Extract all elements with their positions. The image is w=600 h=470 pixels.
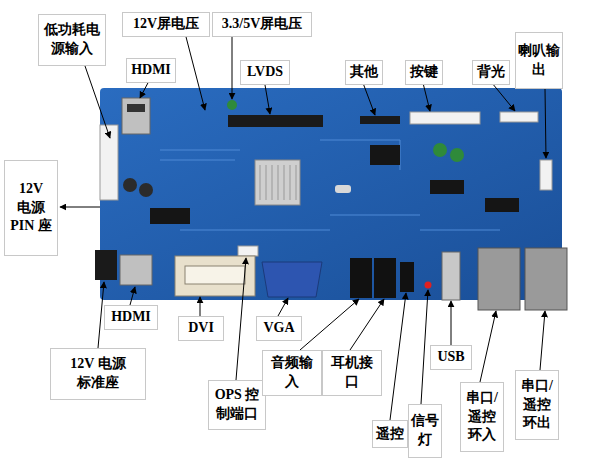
callout-label: 3.3/5V屏电压: [222, 15, 303, 34]
callout-label: LVDS: [247, 63, 283, 82]
callout-label: DVI: [188, 319, 214, 338]
chip: [370, 145, 400, 165]
leader-line: [423, 83, 430, 111]
callout-box: 串口/ 遥控 环入: [460, 382, 504, 452]
callout-box: 信号 灯: [408, 404, 442, 458]
heatsink: [255, 160, 300, 205]
callout-box: 12V屏电压: [122, 12, 210, 37]
key-connector: [410, 112, 480, 124]
pcb-trace: [160, 140, 500, 230]
callout-box: USB: [430, 345, 472, 370]
callout-label: 其他: [350, 63, 378, 82]
leader-line: [265, 85, 270, 114]
callout-label: 信号 灯: [411, 412, 439, 450]
leader-line: [185, 33, 205, 110]
callout-box: LVDS: [240, 60, 290, 85]
dvi-socket: [185, 266, 245, 284]
chip: [430, 180, 464, 194]
leader-line: [545, 89, 546, 158]
callout-label: 串口/ 遥控 环入: [464, 389, 500, 446]
capacitor: [450, 148, 464, 162]
leader-line: [85, 66, 110, 138]
callout-label: 按键: [410, 63, 438, 82]
callout-box: 背光: [472, 60, 510, 85]
vga-port: [262, 262, 322, 297]
callout-label: 喇叭输 出: [518, 42, 560, 80]
leader-line: [232, 33, 233, 99]
leader-line: [130, 287, 135, 305]
callout-box: 12V 电源 PIN 座: [4, 160, 58, 256]
callout-box: VGA: [256, 316, 302, 341]
callout-box: DVI: [178, 316, 224, 341]
heatsink-fins: [260, 165, 296, 200]
callout-box: 喇叭输 出: [515, 32, 563, 89]
backlight-connector: [500, 112, 538, 122]
callout-box: 串口/ 遥控 环出: [515, 370, 559, 440]
capacitor: [227, 100, 237, 110]
rj-port: [525, 248, 567, 310]
callout-label: 耳机接 口: [326, 354, 378, 392]
rj-port: [478, 248, 520, 310]
leader-line: [200, 297, 201, 316]
chip: [150, 208, 190, 224]
callout-box: 音频输 入: [262, 350, 322, 396]
leader-line: [390, 293, 406, 420]
usb-port: [442, 252, 460, 300]
ir-jack: [400, 262, 414, 292]
callout-label: 背光: [477, 63, 505, 82]
callout-label: 遥控: [376, 425, 404, 444]
speaker-connector: [540, 160, 552, 190]
callout-box: HDMI: [104, 305, 158, 330]
callout-label: 音频输 入: [266, 354, 318, 392]
callout-box: 低功耗电 源输入: [38, 14, 106, 66]
headphone-jack: [374, 258, 396, 298]
leader-line: [540, 311, 545, 370]
chip: [485, 198, 519, 212]
capacitor: [139, 183, 153, 197]
callout-box: 耳机接 口: [322, 350, 382, 396]
callout-box: 3.3/5V屏电压: [212, 12, 312, 37]
callout-label: 12V 电源 标准座: [54, 355, 142, 393]
hdmi-slot: [127, 104, 145, 112]
callout-box: 其他: [345, 60, 383, 85]
lvds-header: [228, 115, 323, 127]
callout-box: OPS 控 制端口: [208, 380, 266, 430]
leader-line: [60, 207, 100, 208]
capacitor: [433, 143, 447, 157]
callout-box: HDMI: [126, 58, 176, 83]
hdmi-port: [120, 255, 152, 285]
ops-connector: [238, 246, 258, 256]
callout-box: 按键: [405, 60, 443, 85]
audio-jack: [350, 258, 372, 298]
dc-jack: [95, 250, 117, 280]
callout-box: 遥控: [372, 420, 408, 448]
leader-line: [421, 290, 428, 404]
leader-line: [451, 301, 452, 345]
callout-label: HDMI: [111, 308, 151, 327]
callout-label: USB: [437, 348, 464, 367]
callout-label: VGA: [263, 319, 294, 338]
led: [425, 282, 432, 289]
callout-label: HDMI: [131, 61, 171, 80]
leader-line: [278, 298, 288, 316]
leader-line: [236, 258, 246, 380]
callout-label: 12V屏电压: [133, 15, 199, 34]
crystal: [335, 185, 351, 193]
leader-line: [363, 83, 375, 115]
leader-line: [300, 299, 359, 350]
callout-label: OPS 控 制端口: [212, 386, 262, 424]
callout-label: 低功耗电 源输入: [42, 21, 102, 59]
callout-label: 串口/ 遥控 环出: [519, 377, 555, 434]
leader-line: [350, 299, 384, 350]
leader-line: [492, 83, 515, 111]
other-header: [360, 116, 400, 124]
leader-line: [480, 311, 496, 382]
callout-label: 12V 电源 PIN 座: [8, 180, 54, 237]
capacitor: [123, 178, 137, 192]
hdmi-port: [122, 98, 150, 134]
callout-box: 12V 电源 标准座: [50, 348, 146, 400]
